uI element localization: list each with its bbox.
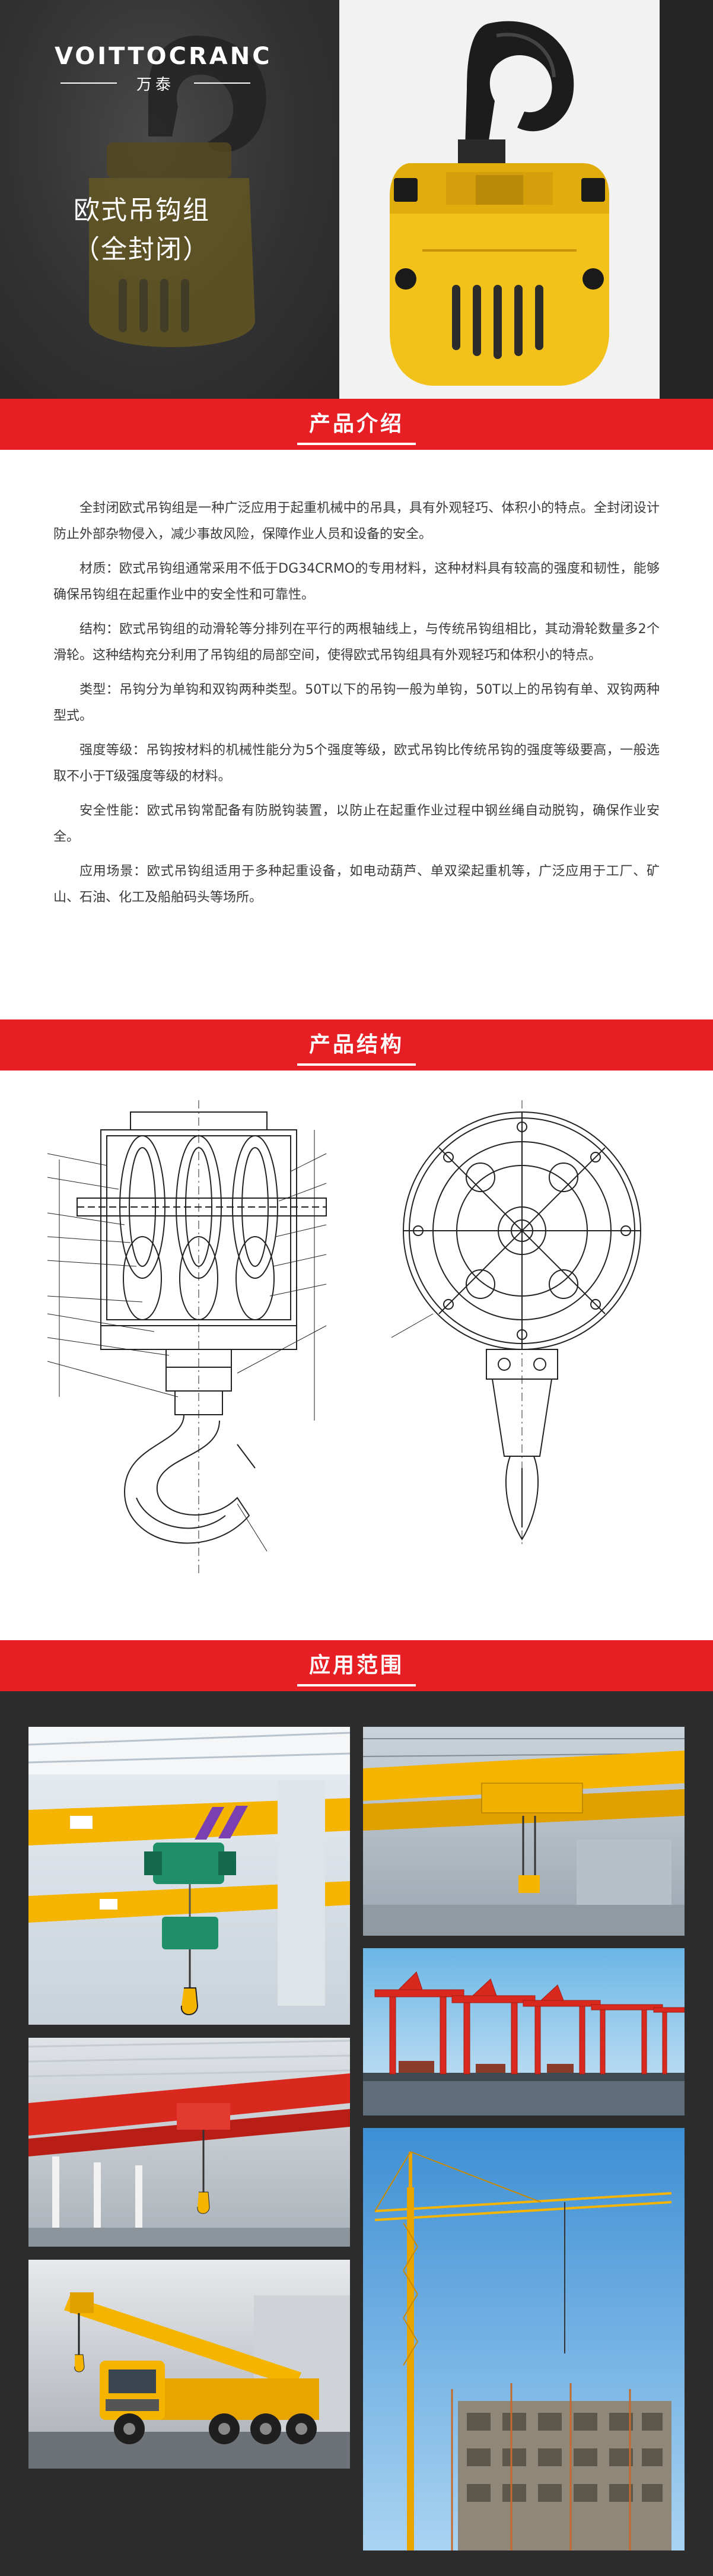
hero-hook-shadow-icon — [0, 0, 339, 399]
red-overhead-crane-illustration — [28, 2040, 350, 2247]
intro-paragraph: 材质：欧式吊钩组通常采用不低于DG34CRMO的专用材料，这种材料具有较高的强度… — [53, 561, 660, 602]
brand-logo: VOITTOCRANC 万泰 — [55, 43, 272, 94]
app-photo-port-gantry-cranes — [363, 1948, 685, 2116]
section-banner-application: 应用范围 — [0, 1640, 713, 1691]
hero-title-line1: 欧式吊钩组 — [74, 195, 210, 225]
section-underline — [297, 1684, 416, 1686]
hero-edge-strip — [660, 0, 713, 399]
intro-paragraph: 应用场景：欧式吊钩组适用于多种起重设备，如电动葫芦、单双梁起重机等，广泛应用于工… — [53, 864, 660, 905]
electric-hoist-illustration — [28, 1727, 350, 2015]
truck-crane-illustration — [28, 2292, 350, 2469]
hook-block-icon — [390, 21, 609, 386]
section-underline — [297, 1063, 416, 1066]
intro-paragraph: 类型：吊钩分为单钩和双钩两种类型。50T以下的吊钩一般为单钩，50T以上的吊钩有… — [53, 682, 660, 723]
section-banner-structure: 产品结构 — [0, 1019, 713, 1071]
hero-product-panel — [339, 0, 660, 399]
application-gallery — [0, 1691, 713, 2576]
tower-crane-illustration — [374, 2151, 672, 2550]
app-photo-electric-hoist — [28, 1727, 350, 2025]
logo-subtext: 万泰 — [136, 76, 174, 94]
technical-drawing-side — [391, 1100, 641, 1545]
intro-paragraph: 安全性能：欧式吊钩常配备有防脱钩装置，以防止在起重作业过程中钢丝绳自动脱钩，确保… — [53, 803, 660, 844]
section-underline — [297, 443, 416, 445]
hero-title: 欧式吊钩组 （全封闭） — [74, 191, 210, 269]
app-photo-tower-crane — [363, 2128, 685, 2550]
hero-left-panel: VOITTOCRANC 万泰 欧式吊钩组 （全封闭） — [0, 0, 339, 399]
port-gantry-cranes-illustration — [363, 1971, 685, 2116]
product-intro: 全封闭欧式吊钩组是一种广泛应用于起重机械中的吊具，具有外观轻巧、体积小的特点。全… — [53, 495, 660, 919]
app-photo-truck-crane — [28, 2260, 350, 2469]
logo-text: VOITTOCRANC — [55, 43, 272, 70]
intro-paragraph: 强度等级：吊钩按材料的机械性能分为5个强度等级，欧式吊钩比传统吊钩的强度等级要高… — [53, 743, 660, 784]
hero-title-line2: （全封闭） — [74, 234, 210, 265]
intro-paragraph: 全封闭欧式吊钩组是一种广泛应用于起重机械中的吊具，具有外观轻巧、体积小的特点。全… — [53, 501, 660, 542]
app-photo-red-overhead-crane — [28, 2038, 350, 2247]
intro-paragraph: 结构：欧式吊钩组的动滑轮等分排列在平行的两根轴线上，与传统吊钩组相比，其动滑轮数… — [53, 622, 660, 663]
technical-drawing-front — [47, 1100, 327, 1575]
section-title-structure: 产品结构 — [308, 1033, 404, 1057]
hero-banner: VOITTOCRANC 万泰 欧式吊钩组 （全封闭） — [0, 0, 713, 399]
structure-drawings — [0, 1076, 713, 1587]
section-title-application: 应用范围 — [308, 1653, 404, 1678]
app-photo-double-girder-crane — [363, 1727, 685, 1936]
section-title-intro: 产品介绍 — [308, 412, 404, 436]
section-banner-intro: 产品介绍 — [0, 399, 713, 450]
logo-divider-left — [61, 82, 117, 84]
logo-divider-right — [194, 82, 250, 84]
double-girder-crane-illustration — [363, 1738, 685, 1936]
